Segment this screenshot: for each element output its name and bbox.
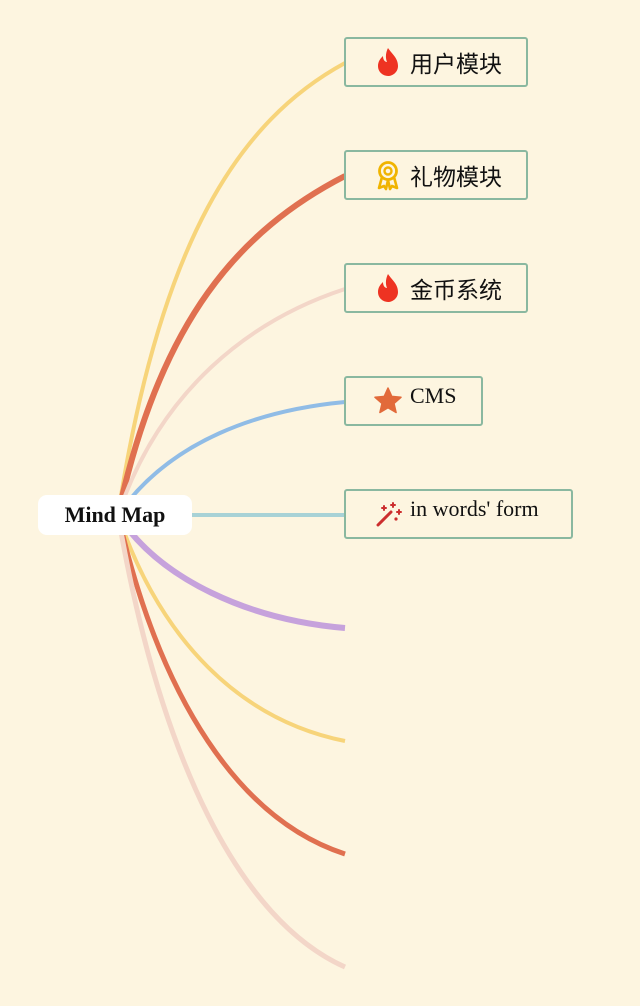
topic-node[interactable]: CMS [344,376,483,426]
star-icon [374,387,402,414]
root-topic[interactable]: Mind Map [38,495,192,535]
edge-6 [115,513,346,631]
edge-1 [116,61,346,516]
topic-node[interactable]: 礼物模块 [344,150,528,200]
edge-8 [115,514,346,857]
edge-7 [116,514,346,743]
topic-label: 礼物模块 [410,165,502,191]
magic-wand-icon [376,502,402,527]
edge-4 [116,400,346,517]
topic-label: CMS [410,383,457,408]
edge-3 [116,287,346,516]
edge-2 [115,173,347,516]
award-medal-icon [377,161,399,191]
edge-9 [115,514,347,970]
topic-label: 金币系统 [410,278,502,304]
topic-node[interactable]: 用户模块 [344,37,528,87]
topic-label: in words' form [410,496,539,521]
topic-node[interactable]: in words' form [344,489,573,539]
fire-icon [378,48,398,76]
topic-label: 用户模块 [410,52,502,78]
topic-node[interactable]: 金币系统 [344,263,528,313]
fire-icon [378,274,398,302]
